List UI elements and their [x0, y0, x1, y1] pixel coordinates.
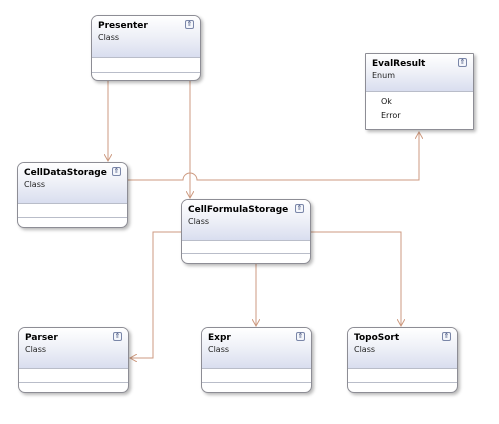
connector-celldatastorage-to-evalresult [128, 132, 419, 181]
class-stereotype: Class [98, 33, 120, 42]
enum-header [366, 54, 473, 91]
class-stereotype: Class [354, 345, 376, 354]
class-stereotype: Class [188, 217, 210, 226]
class-box-expr[interactable]: Expr Class ⇑ [201, 327, 312, 393]
class-header [182, 200, 310, 240]
collapse-icon[interactable]: ⇑ [112, 167, 121, 176]
class-name: CellFormulaStorage [188, 205, 289, 215]
collapse-icon[interactable]: ⇑ [458, 58, 467, 67]
class-name: Parser [25, 333, 58, 343]
compartment-divider [18, 203, 127, 204]
class-name: Expr [208, 333, 231, 343]
class-header [92, 16, 200, 57]
class-header [18, 163, 127, 203]
compartment-divider [182, 253, 310, 254]
collapse-icon[interactable]: ⇑ [185, 20, 194, 29]
compartment-divider [202, 382, 311, 383]
class-name: Presenter [98, 21, 148, 31]
class-name: CellDataStorage [24, 168, 107, 178]
collapse-icon[interactable]: ⇑ [296, 332, 305, 341]
class-box-cellformulastorage[interactable]: CellFormulaStorage Class ⇑ [181, 199, 311, 264]
enum-value-error: Error [381, 111, 401, 120]
compartment-divider [348, 368, 457, 369]
class-box-celldatastorage[interactable]: CellDataStorage Class ⇑ [17, 162, 128, 228]
connector-cellformulastorage-to-parser [130, 231, 181, 358]
enum-box-evalresult[interactable]: EvalResult Enum ⇑ Ok Error [365, 53, 474, 130]
class-box-presenter[interactable]: Presenter Class ⇑ [91, 15, 201, 81]
class-name: TopoSort [354, 333, 400, 343]
class-header [202, 328, 311, 368]
compartment-divider [92, 72, 200, 73]
compartment-divider [18, 217, 127, 218]
compartment-divider [202, 368, 311, 369]
enum-value-ok: Ok [381, 97, 392, 106]
connector-cellformulastorage-to-toposort [311, 231, 401, 326]
class-stereotype: Class [208, 345, 230, 354]
class-box-toposort[interactable]: TopoSort Class ⇑ [347, 327, 458, 393]
compartment-divider [348, 382, 457, 383]
collapse-icon[interactable]: ⇑ [113, 332, 122, 341]
compartment-divider [19, 382, 128, 383]
compartment-divider [182, 240, 310, 241]
class-header [19, 328, 128, 368]
class-stereotype: Class [24, 180, 46, 189]
class-box-parser[interactable]: Parser Class ⇑ [18, 327, 129, 393]
compartment-divider [19, 368, 128, 369]
class-stereotype: Class [25, 345, 47, 354]
enum-stereotype: Enum [372, 71, 395, 80]
collapse-icon[interactable]: ⇑ [295, 204, 304, 213]
class-header [348, 328, 457, 368]
compartment-divider [92, 57, 200, 58]
compartment-divider [366, 91, 473, 92]
collapse-icon[interactable]: ⇑ [442, 332, 451, 341]
enum-name: EvalResult [372, 59, 426, 69]
